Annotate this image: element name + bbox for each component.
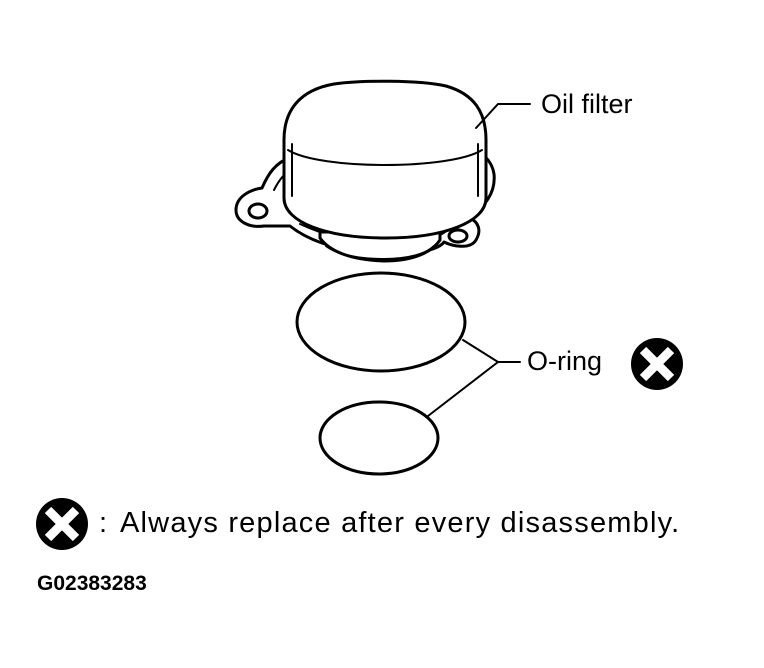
o-ring-label: O-ring bbox=[527, 346, 602, 376]
o-ring-leader-upper bbox=[462, 339, 521, 363]
oil-filter-leader bbox=[475, 103, 531, 129]
legend-separator: : bbox=[99, 507, 108, 539]
o-ring-leader-lower bbox=[427, 361, 499, 417]
o-ring-large bbox=[295, 271, 467, 373]
legend-text: Always replace after every disassembly. bbox=[120, 507, 680, 539]
figure-code: G02383283 bbox=[37, 572, 147, 595]
bolt-hole-left bbox=[247, 202, 269, 220]
oil-filter-label: Oil filter bbox=[541, 89, 633, 119]
oil-filter-drawing bbox=[234, 79, 496, 263]
x-circle-icon bbox=[631, 338, 683, 390]
x-circle-icon bbox=[36, 498, 88, 550]
bolt-hole-right bbox=[447, 228, 469, 244]
o-ring-small bbox=[318, 400, 440, 476]
